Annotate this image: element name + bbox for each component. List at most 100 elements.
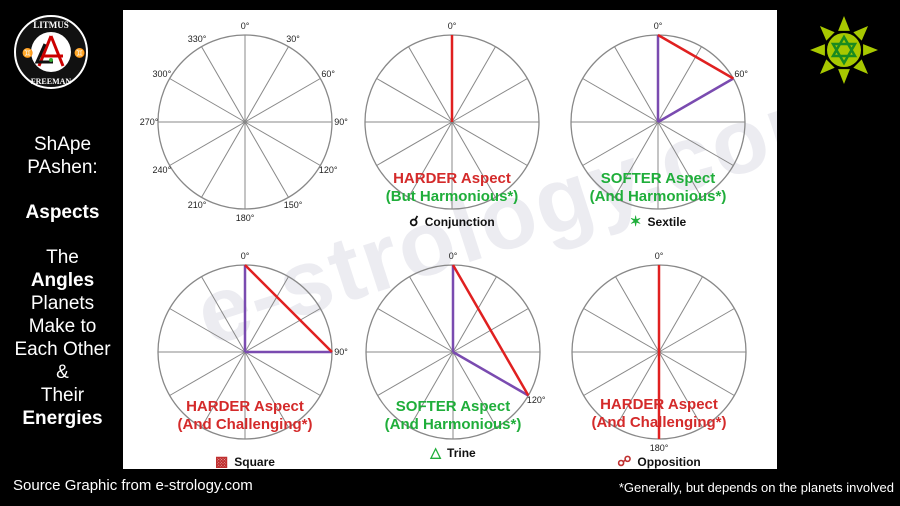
aspect-title: SOFTER Aspect [600,170,716,187]
wheel-spoke [615,351,660,428]
text-line: Their [40,385,85,406]
wheel-spoke [201,46,246,123]
angle-label: 0° [449,251,458,261]
wheel-spoke [451,121,496,198]
wheel-spoke [409,351,454,428]
square-icon: ▩ [215,453,229,469]
wheel-spoke [169,351,246,396]
wheel-spoke [377,308,454,353]
text-line: Planets [30,293,95,314]
wheel-spoke [452,276,497,353]
wheel-spoke [244,351,321,396]
sun-ray [853,25,869,41]
angle-label: 0° [241,251,250,261]
slide-sidebar: ShApe PAshen: Aspects The Angles Planets… [0,133,125,430]
aspects-heading: Aspects [25,202,100,223]
sun-ray [863,44,878,56]
text-line: & [56,362,69,383]
aspect-title: HARDER Aspect [393,170,511,187]
wheel-spoke [244,121,321,166]
aspect-name: Opposition [637,455,701,469]
angle-label: 180° [236,213,255,223]
wheel-spoke [244,351,289,428]
svg-text:FREEMAN: FREEMAN [31,77,72,86]
wheel-spoke [657,121,702,198]
wheel-spoke [169,308,246,353]
wheel-spoke [658,351,735,396]
text-line: Make to [28,316,97,337]
wheel-spoke [244,121,289,198]
wheel-spoke [244,276,289,353]
wheel-spoke [452,351,497,428]
title-line-1: ShApe [33,134,92,155]
text-line: Angles [30,270,95,291]
wheel-spoke [583,351,660,396]
aspect-label-sextile: ✶Sextile [558,213,758,230]
aspect-name: Trine [447,446,476,460]
aspect-title: HARDER Aspect [186,398,304,415]
aspect-label-conjunction: ☌ Conjunction [352,213,552,230]
wheel-spoke [657,121,734,166]
aspect-label-opposition: ☍Opposition [559,453,759,469]
aspect-subtitle: (And Harmonious*) [589,188,727,205]
aspect-title: HARDER Aspect [600,396,718,413]
aspect-line [657,33,734,80]
sun-ray [838,69,850,84]
aspect-label-square: ▩ Square [145,453,345,469]
angle-label: 240° [153,165,172,175]
wheel-spoke [582,121,659,166]
svg-text:♊: ♊ [22,47,33,58]
trine-icon: △ [430,444,442,460]
conjunction-icon: ☌ [409,213,419,229]
sun-ray [819,59,835,75]
wheel-spoke [615,276,660,353]
aspect-caption-square: HARDER Aspect (And Challenging*) [145,398,345,434]
angle-label: 210° [188,200,207,210]
wheel-spoke [582,78,659,123]
wheel-spoke [657,46,702,123]
angle-label: 0° [655,251,664,261]
angle-label: 120° [319,165,338,175]
wheel-spoke [451,121,528,166]
title-line-2: PAshen: [27,157,98,178]
sun-ray [819,25,835,41]
angle-label: 90° [334,347,348,357]
wheel-spoke [201,121,246,198]
angle-label: 120° [527,395,546,405]
aspect-title: SOFTER Aspect [395,398,511,415]
planet-line [452,350,529,397]
sun-star-logo [810,16,878,84]
aspect-caption-sextile: SOFTER Aspect (And Harmonious*) [558,170,758,206]
aspect-caption-trine: SOFTER Aspect (And Harmonious*) [353,398,553,434]
wheel-spoke [614,46,659,123]
aspect-label-trine: △ Trine [353,444,553,461]
angle-label: 0° [654,21,663,31]
wheel-spoke [658,351,703,428]
wheel-spoke [614,121,659,198]
aspect-subtitle: (But Harmonious*) [385,188,519,205]
aspect-name: Conjunction [424,215,495,229]
angle-label: 60° [734,69,748,79]
aspect-subtitle: (And Harmonious*) [384,416,522,433]
source-credit: Source Graphic from e-strology.com [13,477,253,494]
angle-label: 90° [334,117,348,127]
wheel-spoke [409,276,454,353]
wheel-spoke [244,78,321,123]
wheel-spoke [451,78,528,123]
wheel-spoke [169,121,246,166]
wheel-spoke [201,351,246,428]
wheel-spoke [244,46,289,123]
wheel-spoke [408,46,453,123]
angle-label: 180° [650,443,669,453]
sun-ray [810,44,825,56]
aspect-subtitle: (And Challenging*) [591,414,727,431]
aspect-line [451,264,530,397]
wheel-spoke [408,121,453,198]
sun-ray [838,16,850,31]
text-line: The [46,247,79,268]
wheel-spoke [169,78,246,123]
aspect-name: Sextile [647,215,687,229]
aspect-name: Square [234,455,275,469]
angle-label: 60° [321,69,335,79]
sun-ray [853,59,869,75]
